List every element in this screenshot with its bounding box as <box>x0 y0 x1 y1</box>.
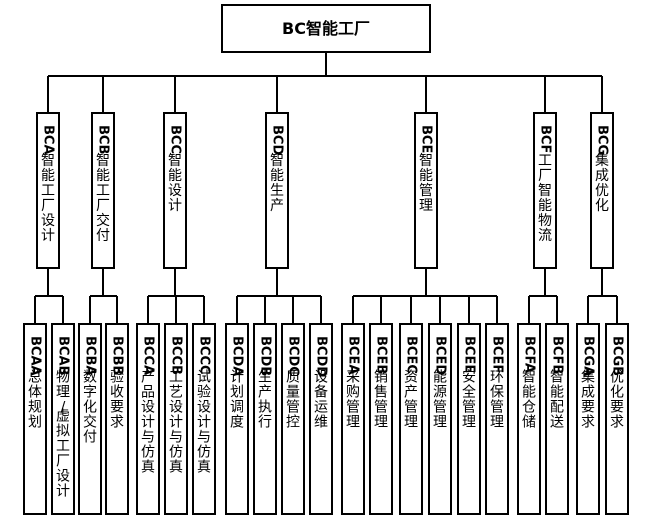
node-name: 工艺设计与仿真 <box>169 370 183 476</box>
connector-lines <box>34 52 618 324</box>
node-code: BCEB <box>374 336 389 374</box>
node-name: 智能设计 <box>168 153 182 214</box>
node-code: BCA <box>41 125 56 155</box>
node-name: 物理/虚拟工厂设计 <box>56 370 70 500</box>
node-name: 总体规划 <box>28 370 42 431</box>
node-name: 计划调度 <box>230 370 244 431</box>
node-name: 产品设计与仿真 <box>141 370 155 476</box>
node-code: BCCB <box>169 336 184 375</box>
node-code: BCGA <box>581 336 596 376</box>
node-code: BCFA <box>522 336 537 373</box>
node-name: 智能配送 <box>550 370 564 431</box>
node-name: 智能仓储 <box>522 370 536 431</box>
node-name: 智能生产 <box>270 153 284 214</box>
root-node: BC智能工厂 <box>221 4 431 53</box>
node-code: BCEC <box>404 336 419 374</box>
node-name: 环保管理 <box>490 370 504 431</box>
node-code: BCED <box>433 336 448 375</box>
node-name: 设备运维 <box>314 370 328 431</box>
node-name: 采购管理 <box>346 370 360 431</box>
node-name: 验收要求 <box>110 370 124 431</box>
node-name: 优化要求 <box>610 370 624 431</box>
node-code: BCAA <box>28 336 43 376</box>
node-name: 智能工厂设计 <box>41 153 55 244</box>
node-code: BCBB <box>110 336 125 375</box>
node-code: BCFB <box>550 336 565 374</box>
node-code: BCEE <box>462 336 477 373</box>
node-name: 集成要求 <box>581 369 595 431</box>
svg-text:BC智能工厂: BC智能工厂 <box>282 19 370 38</box>
node-code: BCF <box>538 125 553 153</box>
root-name: 智能工厂 <box>306 19 370 38</box>
node-name: 工厂智能物流 <box>538 153 552 244</box>
node-code: BCDD <box>314 336 329 377</box>
node-code: BCBA <box>83 336 98 375</box>
node-code: BCEF <box>490 336 505 373</box>
node-code: BCB <box>96 125 111 154</box>
node-name: 试验设计与仿真 <box>197 370 211 476</box>
node-name: 能源管理 <box>433 370 447 431</box>
node-name: 生产执行 <box>258 370 272 431</box>
root-code: BC <box>282 19 306 38</box>
node-code: BCCA <box>141 336 156 375</box>
node-code: BCEA <box>346 336 361 374</box>
node-code: BCC <box>168 125 183 154</box>
child-nodes: BCA智能工厂设计BCAA总体规划BCAB物理/虚拟工厂设计BCB智能工厂交付B… <box>23 112 629 515</box>
node-code: BCDB <box>258 336 273 376</box>
node-code: BCD <box>270 125 285 155</box>
node-name: 智能管理 <box>419 153 433 214</box>
node-name: 集成优化 <box>595 152 609 214</box>
node-code: BCCC <box>197 336 212 375</box>
node-name: 智能工厂交付 <box>96 153 110 244</box>
node-code: BCGB <box>610 336 625 376</box>
node-code: BCDA <box>230 336 245 376</box>
node-name: 销售管理 <box>374 370 388 431</box>
node-code: BCDC <box>286 336 301 376</box>
node-name: 安全管理 <box>462 370 476 431</box>
node-name: 资产管理 <box>404 370 418 431</box>
node-code: BCAB <box>56 336 71 375</box>
node-code: BCE <box>419 125 434 153</box>
node-code: BCG <box>595 125 610 155</box>
node-name: 数字化交付 <box>83 370 97 446</box>
node-name: 质量管控 <box>286 370 300 431</box>
